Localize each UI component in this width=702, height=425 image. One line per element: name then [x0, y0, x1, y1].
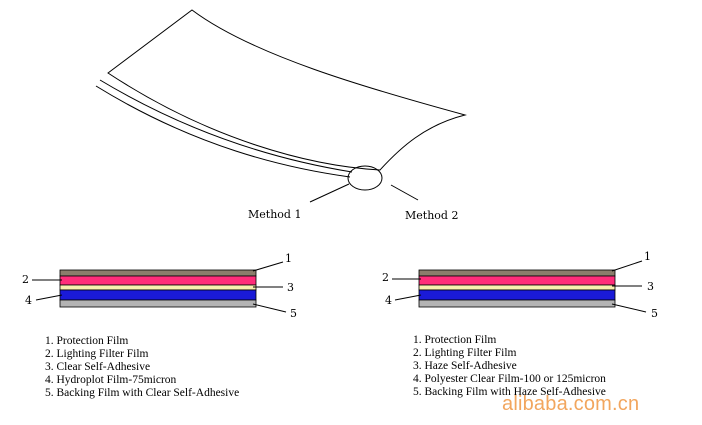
- left-layer-adhesive: [59, 284, 257, 291]
- left-legend-item: 5. Backing Film with Clear Self-Adhesive: [45, 387, 240, 399]
- method-1-pointer: [309, 183, 350, 203]
- watermark-text: alibaba.com.cn: [502, 393, 640, 415]
- left-leader-lines: [32, 261, 287, 313]
- right-layer-adhesive: [418, 284, 616, 291]
- right-legend-item: 4. Polyester Clear Film-100 or 125micron: [413, 373, 606, 385]
- left-num-3: 3: [287, 281, 294, 294]
- left-legend: 1. Protection Film 2. Lighting Filter Fi…: [45, 335, 239, 400]
- right-num-5: 5: [651, 307, 658, 320]
- right-layer-lighting-filter: [418, 275, 616, 286]
- right-num-1: 1: [644, 250, 651, 263]
- left-legend-item: 1. Protection Film: [45, 335, 129, 347]
- left-num-2: 2: [22, 273, 29, 286]
- film-sheet-bottom: [95, 85, 351, 178]
- method-2-pointer: [390, 184, 419, 201]
- right-layer-core-film: [418, 289, 616, 301]
- left-layer-core-film: [59, 289, 257, 301]
- right-legend-item: 3. Haze Self-Adhesive: [413, 360, 517, 372]
- left-layer-stack: 1 2 3 4 5: [22, 252, 297, 320]
- film-sheet-middle: [99, 79, 353, 173]
- left-legend-item: 3. Clear Self-Adhesive: [45, 361, 151, 373]
- left-num-4: 4: [25, 294, 32, 307]
- method-2-label: Method 2: [405, 209, 458, 222]
- left-layer-protection-film: [59, 269, 257, 277]
- right-legend-item: 2. Lighting Filter Film: [413, 347, 517, 359]
- right-layer-protection-film: [418, 269, 616, 277]
- right-legend-item: 5. Backing Film with Haze Self-Adhesive: [413, 386, 606, 398]
- left-legend-item: 2. Lighting Filter Film: [45, 348, 149, 360]
- detail-ellipse: [347, 165, 383, 191]
- right-legend-item: 1. Protection Film: [413, 334, 497, 346]
- right-layer-backing-film: [418, 299, 616, 308]
- right-layer-stack: 1 2 3 4 5: [382, 250, 658, 320]
- left-layer-backing-film: [59, 299, 257, 308]
- film-sheets-illustration: [95, 9, 467, 203]
- left-num-5: 5: [290, 307, 297, 320]
- right-leader-lines: [392, 260, 647, 313]
- right-num-2: 2: [382, 271, 389, 284]
- right-num-4: 4: [385, 294, 392, 307]
- film-sheet-top: [107, 9, 467, 171]
- method-1-label: Method 1: [248, 208, 301, 221]
- left-legend-item: 4. Hydroplot Film-75micron: [45, 374, 177, 386]
- left-num-1: 1: [285, 252, 292, 265]
- right-num-3: 3: [647, 280, 654, 293]
- left-layer-lighting-filter: [59, 275, 257, 286]
- right-legend: 1. Protection Film 2. Lighting Filter Fi…: [413, 334, 606, 399]
